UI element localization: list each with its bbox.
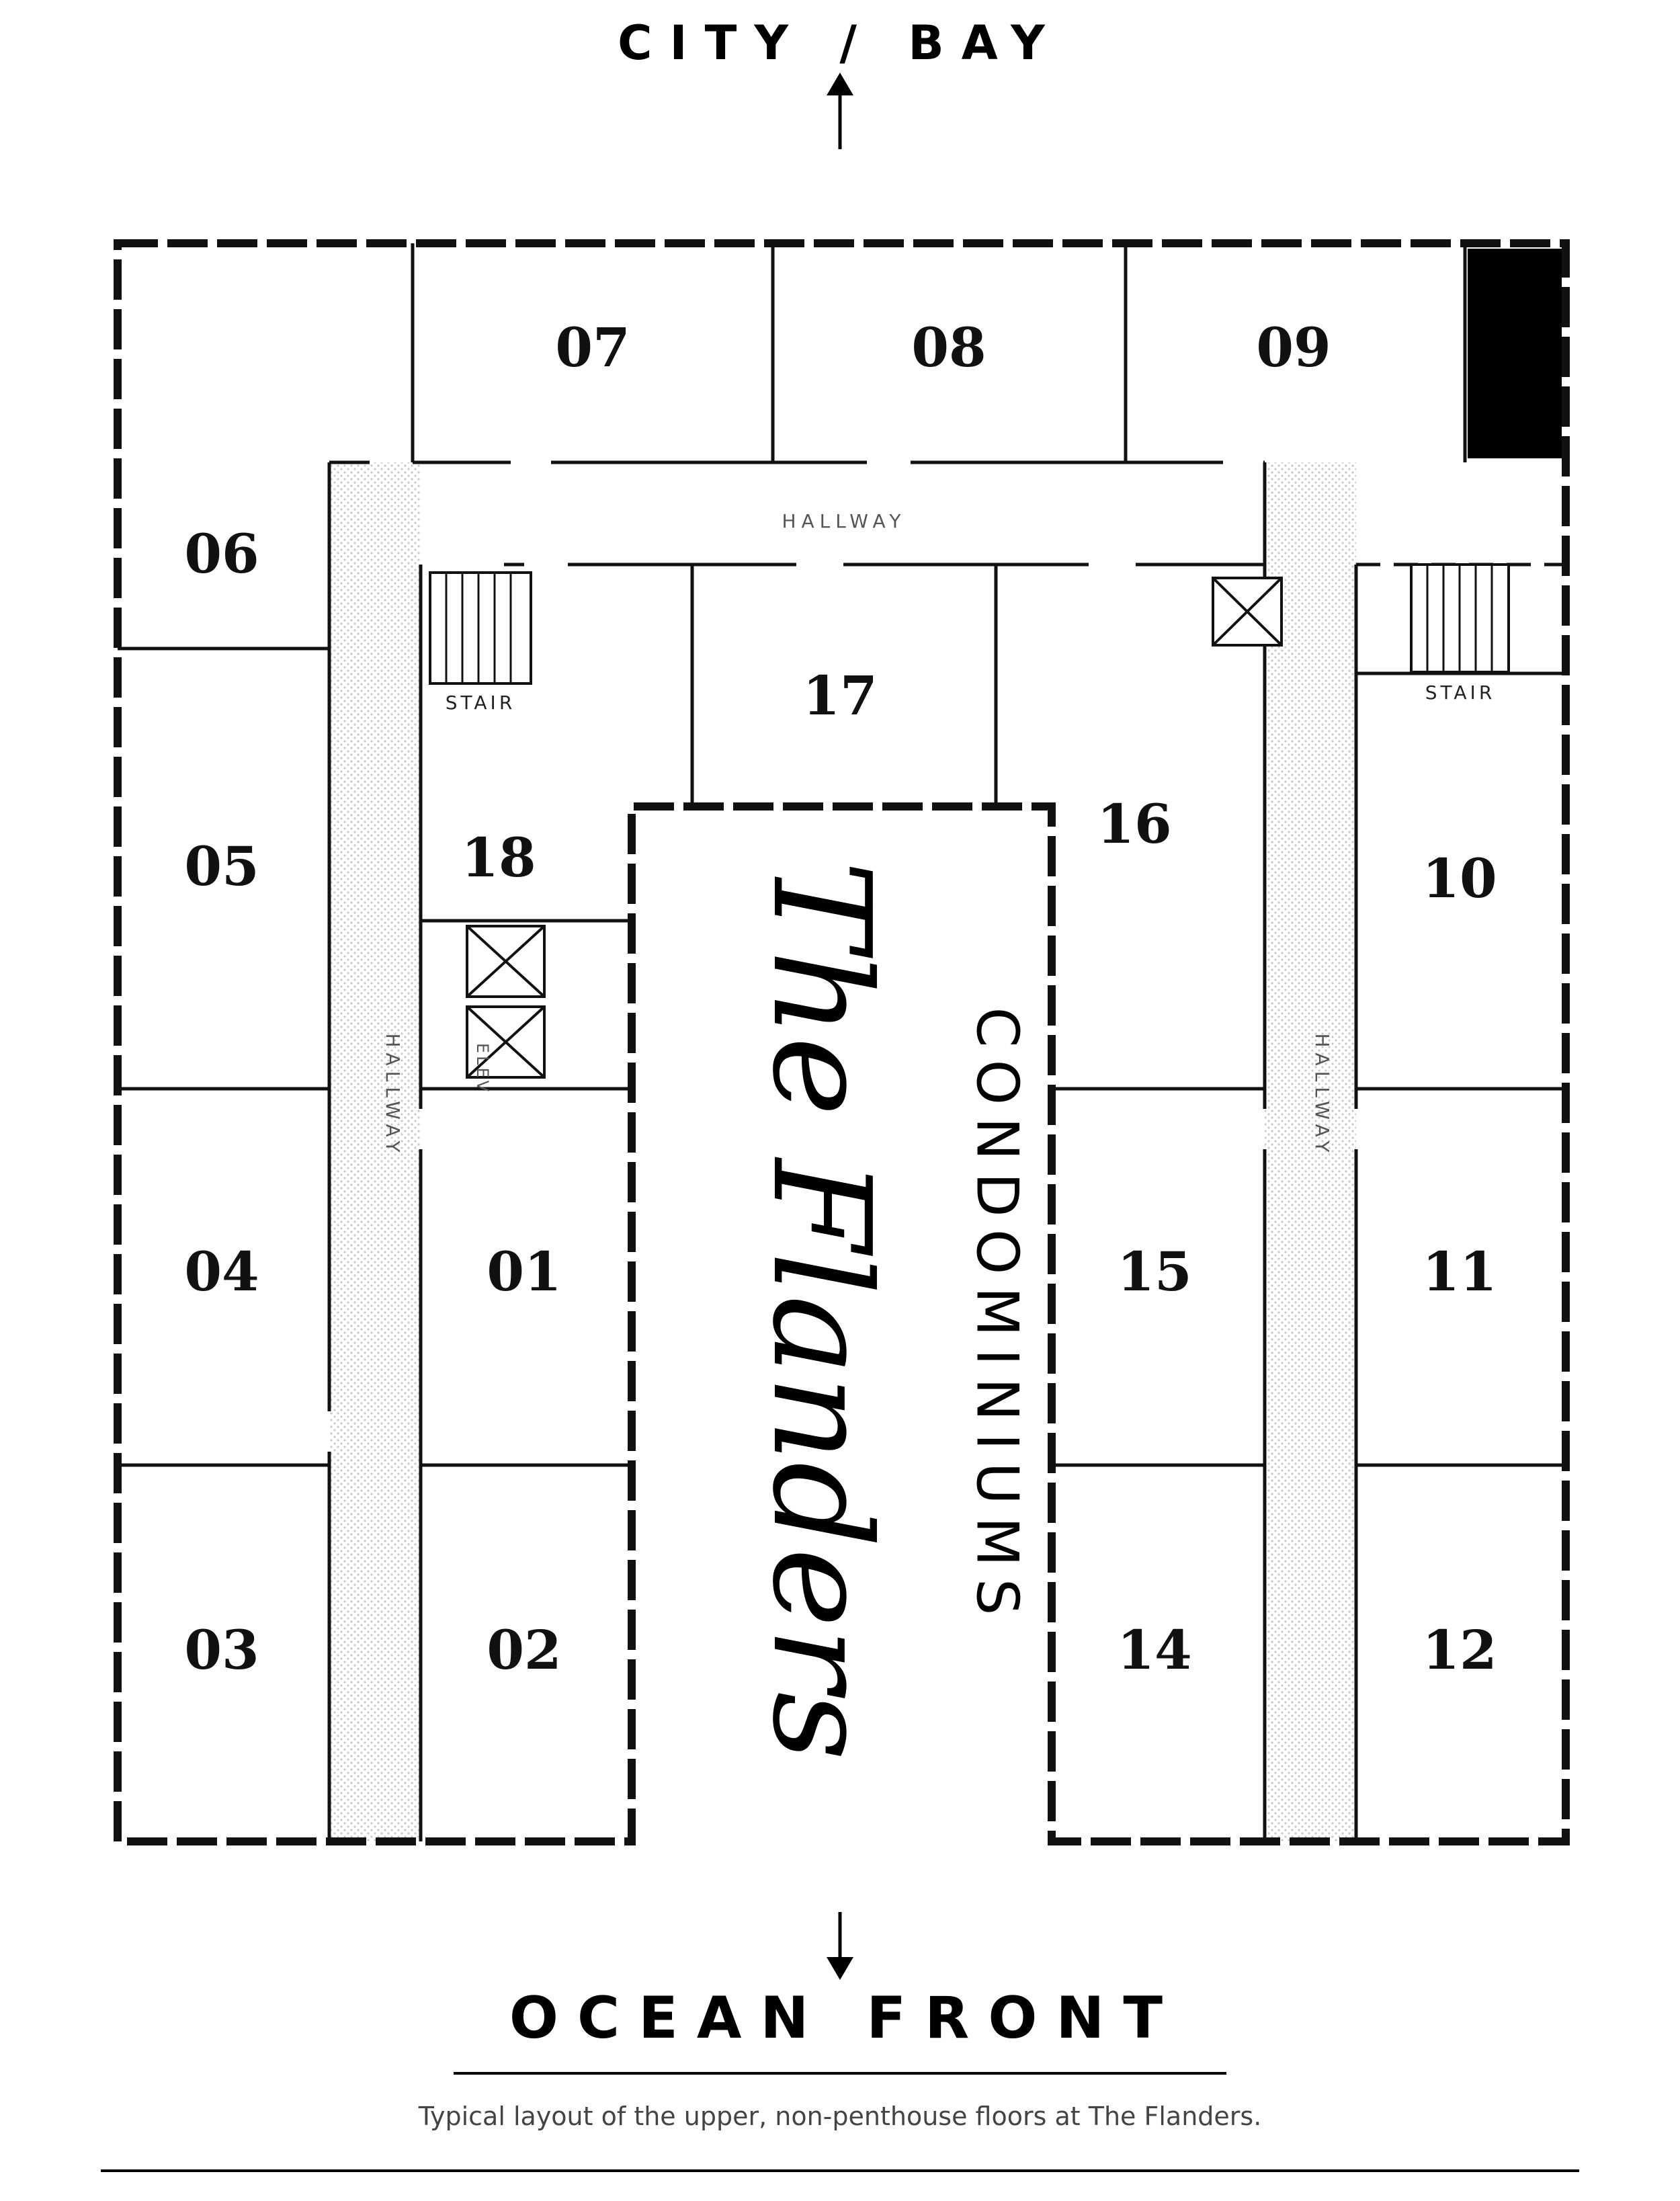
walls-center xyxy=(690,565,998,806)
unit-02[interactable]: 02 xyxy=(487,1618,561,1681)
utility-block xyxy=(1468,249,1562,458)
unit-06[interactable]: 06 xyxy=(184,522,259,585)
unit-14[interactable]: 14 xyxy=(1117,1618,1191,1681)
unit-12[interactable]: 12 xyxy=(1422,1618,1497,1681)
hallway-strip-left xyxy=(329,462,421,1841)
unit-07[interactable]: 07 xyxy=(555,316,630,379)
hallway-strip-right xyxy=(1265,462,1356,1841)
unit-09[interactable]: 09 xyxy=(1256,316,1331,379)
brand-name: The Flanders xyxy=(743,860,899,1761)
building-outline xyxy=(114,239,1570,1845)
unit-10[interactable]: 10 xyxy=(1422,847,1497,910)
unit-01[interactable]: 01 xyxy=(487,1240,561,1303)
direction-bottom: OCEAN FRONT xyxy=(509,1985,1181,2052)
brand-sub: CONDOMINIUMS xyxy=(964,1007,1031,1628)
caption: Typical layout of the upper, non-penthou… xyxy=(418,2102,1262,2131)
unit-15[interactable]: 15 xyxy=(1117,1240,1191,1303)
unit-04[interactable]: 04 xyxy=(184,1240,259,1303)
stair-right-label: STAIR xyxy=(1425,681,1496,704)
unit-17[interactable]: 17 xyxy=(802,664,877,727)
stair-left-icon xyxy=(429,571,532,685)
unit-18[interactable]: 18 xyxy=(461,826,536,889)
elev-label: ELEV xyxy=(473,1043,492,1094)
unit-16[interactable]: 16 xyxy=(1097,792,1171,856)
unit-08[interactable]: 08 xyxy=(911,316,986,379)
stair-left-label: STAIR xyxy=(446,692,516,714)
hallway-label-right: HALLWAY xyxy=(1311,1033,1333,1157)
hallway-label-top: HALLWAY xyxy=(782,510,906,532)
unit-05[interactable]: 05 xyxy=(184,835,259,898)
stair-right-icon xyxy=(1410,563,1510,673)
arrow-down-icon xyxy=(827,1912,853,1980)
unit-03[interactable]: 03 xyxy=(184,1618,259,1681)
unit-11[interactable]: 11 xyxy=(1422,1240,1497,1303)
direction-top: CITY / BAY xyxy=(618,15,1062,71)
elevator-icon xyxy=(466,577,1283,1079)
walls-top-row xyxy=(329,243,1467,567)
hallway-label-left: HALLWAY xyxy=(382,1033,404,1157)
walls-left xyxy=(118,462,632,1841)
arrow-up-icon xyxy=(827,73,853,149)
